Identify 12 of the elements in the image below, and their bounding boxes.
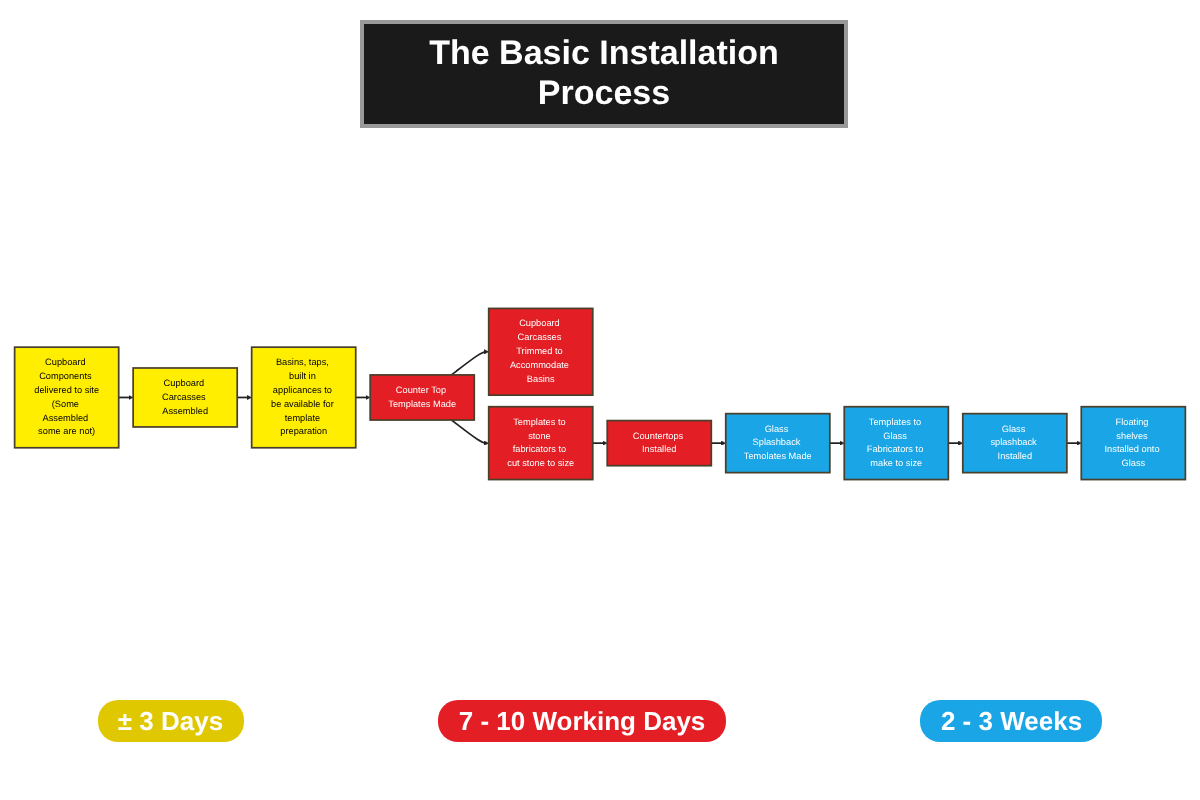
arrow xyxy=(450,419,489,446)
arrow xyxy=(947,440,963,446)
arrow xyxy=(1066,440,1082,446)
title-banner: The Basic Installation Process xyxy=(360,20,848,128)
arrow xyxy=(828,440,845,446)
duration-label: ± 3 Days xyxy=(97,700,244,742)
arrow xyxy=(450,349,489,376)
arrow xyxy=(710,440,726,446)
arrow xyxy=(591,440,608,446)
duration-label: 2 - 3 Weeks xyxy=(920,700,1103,742)
arrow xyxy=(236,394,252,400)
duration-label: 7 - 10 Working Days xyxy=(438,700,726,742)
